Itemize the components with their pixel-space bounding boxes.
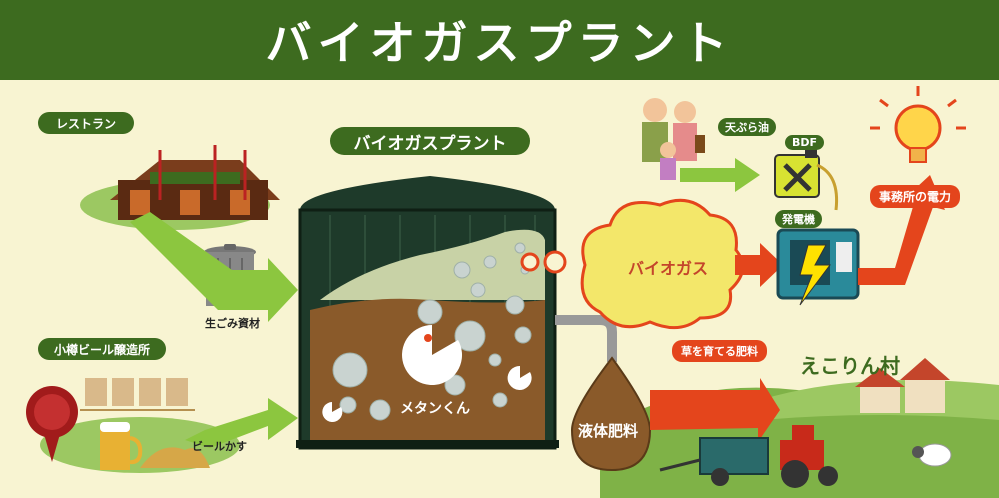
village-houses [855,358,950,413]
sheep-icon [912,443,952,467]
methane-mascot [322,325,532,422]
label-mascot: メタンくん [400,401,470,417]
label-beer-lees: ビールかす [192,440,247,453]
wax-seal-icon [26,386,78,462]
gas-bubble-1 [520,252,540,272]
arrow-restaurant-to-tank [130,212,298,322]
label-food-waste: 生ごみ資材 [205,317,260,330]
label-generator: 発電機 [775,210,822,228]
label-restaurant: レストラン [38,112,134,134]
label-liquid-fertilizer: 液体肥料 [578,422,639,440]
label-brewery: 小樽ビール醸造所 [38,338,166,360]
gas-region [320,229,545,300]
light-bulb-icon [870,86,966,163]
label-grow-grass: 草を育てる肥料 [672,340,767,362]
title-bar: バイオガスプラント [0,0,999,80]
tractor-icon [659,425,838,488]
generator-icon [776,228,860,306]
arrow-biogas-to-generator [735,243,783,287]
label-plant: バイオガスプラント [330,127,530,155]
gas-bubble-2 [543,250,567,274]
beer-glass-icon [100,422,143,470]
bubbles [332,242,532,421]
bdf-canister-icon [774,148,839,211]
arrow-brewery-to-tank [185,398,298,448]
label-village: えこりん村 [800,354,900,378]
label-tempura-oil: 天ぷら油 [718,118,776,136]
brewery-vats [80,378,195,411]
label-bdf: BDF [785,135,825,150]
page-title: バイオガスプラント [265,16,734,70]
label-biogas: バイオガス [628,259,709,278]
arrow-fertilizer-to-field [650,378,780,442]
label-office-power: 事務所の電力 [870,185,961,208]
arrow-oil-to-bdf [680,158,760,192]
restaurant-building [110,145,280,220]
beer-lees-pile [140,447,210,468]
fertilizer-pipe [555,315,617,362]
fertilizer-drop [570,356,652,472]
family-illustration [642,98,705,180]
